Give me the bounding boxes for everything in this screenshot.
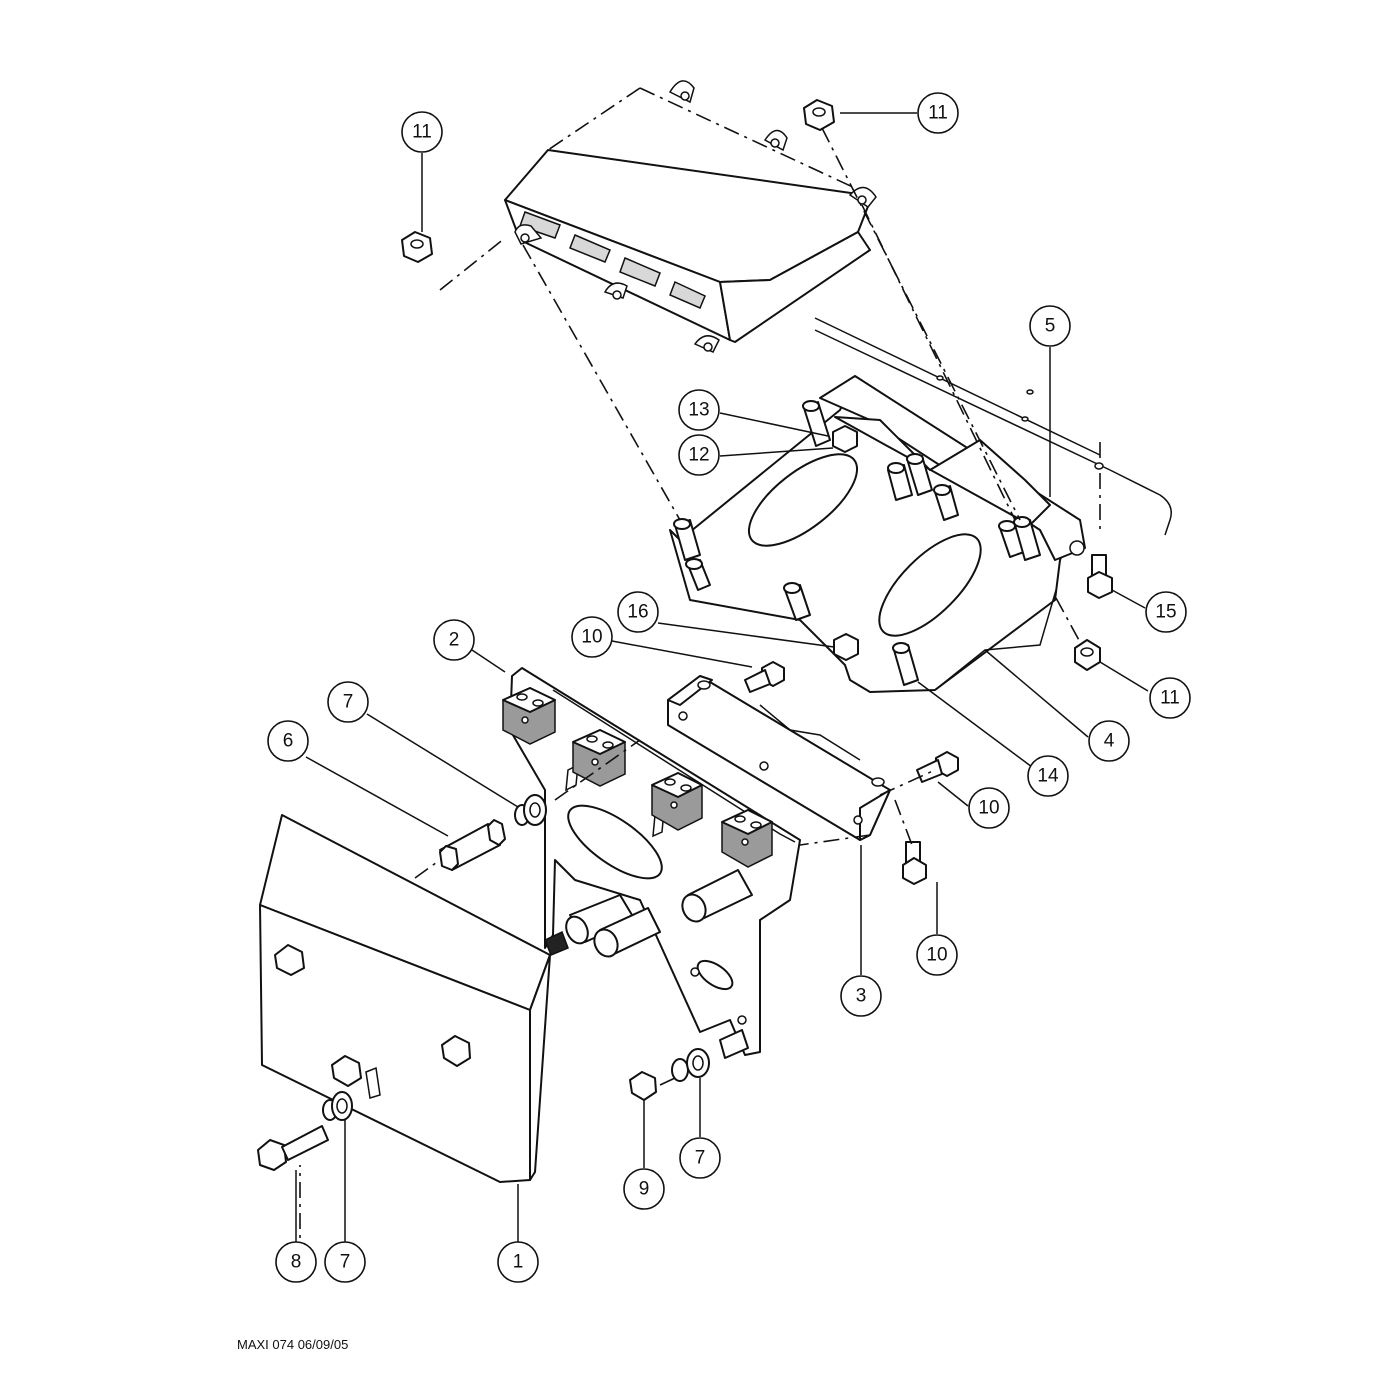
svg-text:14: 14 [1037,766,1059,787]
leader-lines [295,112,1149,1242]
callout-6: 6 [267,720,309,762]
svg-text:15: 15 [1155,602,1176,623]
mounting-plate-4 [669,375,1086,693]
svg-text:6: 6 [283,731,294,752]
front-cover-1 [259,814,551,1183]
bolt-15 [1087,554,1113,599]
svg-text:12: 12 [688,445,709,466]
callout-11-left: 11 [401,111,443,153]
callout-11-top: 11 [917,92,959,134]
callout-9: 9 [623,1168,665,1210]
svg-text:10: 10 [978,798,999,819]
callouts: 11 11 5 13 12 15 11 16 10 2 4 7 6 14 10 … [267,92,1191,1283]
washers-7-upper [514,739,641,826]
standoffs [544,869,753,958]
svg-text:7: 7 [695,1148,706,1169]
svg-text:8: 8 [291,1252,302,1273]
nut-11-right [1055,597,1101,671]
spacer-6 [414,819,506,879]
callout-4: 4 [1088,720,1130,762]
nut-11-left [401,231,433,263]
bolt-10-right [916,751,959,783]
frame-rail [814,317,1172,536]
callout-14: 14 [1027,755,1069,797]
callout-10-right: 10 [968,787,1010,829]
bar-3 [667,675,891,841]
upper-cover [504,80,877,353]
clamp-blocks [502,687,773,868]
callout-11-right: 11 [1149,677,1191,719]
svg-text:10: 10 [581,627,602,648]
nut-9-washers-7-lower [629,1029,749,1101]
svg-text:1: 1 [513,1252,524,1273]
callout-5: 5 [1029,305,1071,347]
svg-text:13: 13 [688,400,709,421]
bolt-10-upper [744,661,785,693]
callout-3: 3 [840,975,882,1017]
callout-7-lower: 7 [679,1137,721,1179]
svg-text:11: 11 [928,103,948,124]
bolt-8-washers-7 [257,1091,353,1171]
callout-15: 15 [1145,591,1187,633]
svg-text:7: 7 [343,692,354,713]
plate-studs [673,400,1041,686]
callout-10-lower: 10 [916,934,958,976]
svg-text:7: 7 [340,1252,351,1273]
callout-13: 13 [678,389,720,431]
callout-12: 12 [678,434,720,476]
svg-text:2: 2 [449,630,460,651]
callout-10-upper: 10 [571,616,613,658]
callout-7-upper: 7 [327,681,369,723]
callout-1: 1 [497,1241,539,1283]
svg-text:9: 9 [639,1179,650,1200]
callout-8: 8 [275,1241,317,1283]
bolt-10-lower [902,841,927,885]
svg-text:11: 11 [412,122,432,143]
callout-7-bottom: 7 [324,1241,366,1283]
svg-text:3: 3 [856,986,867,1007]
svg-text:16: 16 [627,602,648,623]
callout-16: 16 [617,591,659,633]
callout-2: 2 [433,619,475,661]
drawing-code: MAXI 074 06/09/05 [237,1337,349,1352]
svg-text:5: 5 [1045,316,1056,337]
svg-text:10: 10 [926,945,947,966]
nut-11-top [803,99,835,131]
svg-text:11: 11 [1160,688,1180,709]
svg-text:4: 4 [1104,731,1115,752]
